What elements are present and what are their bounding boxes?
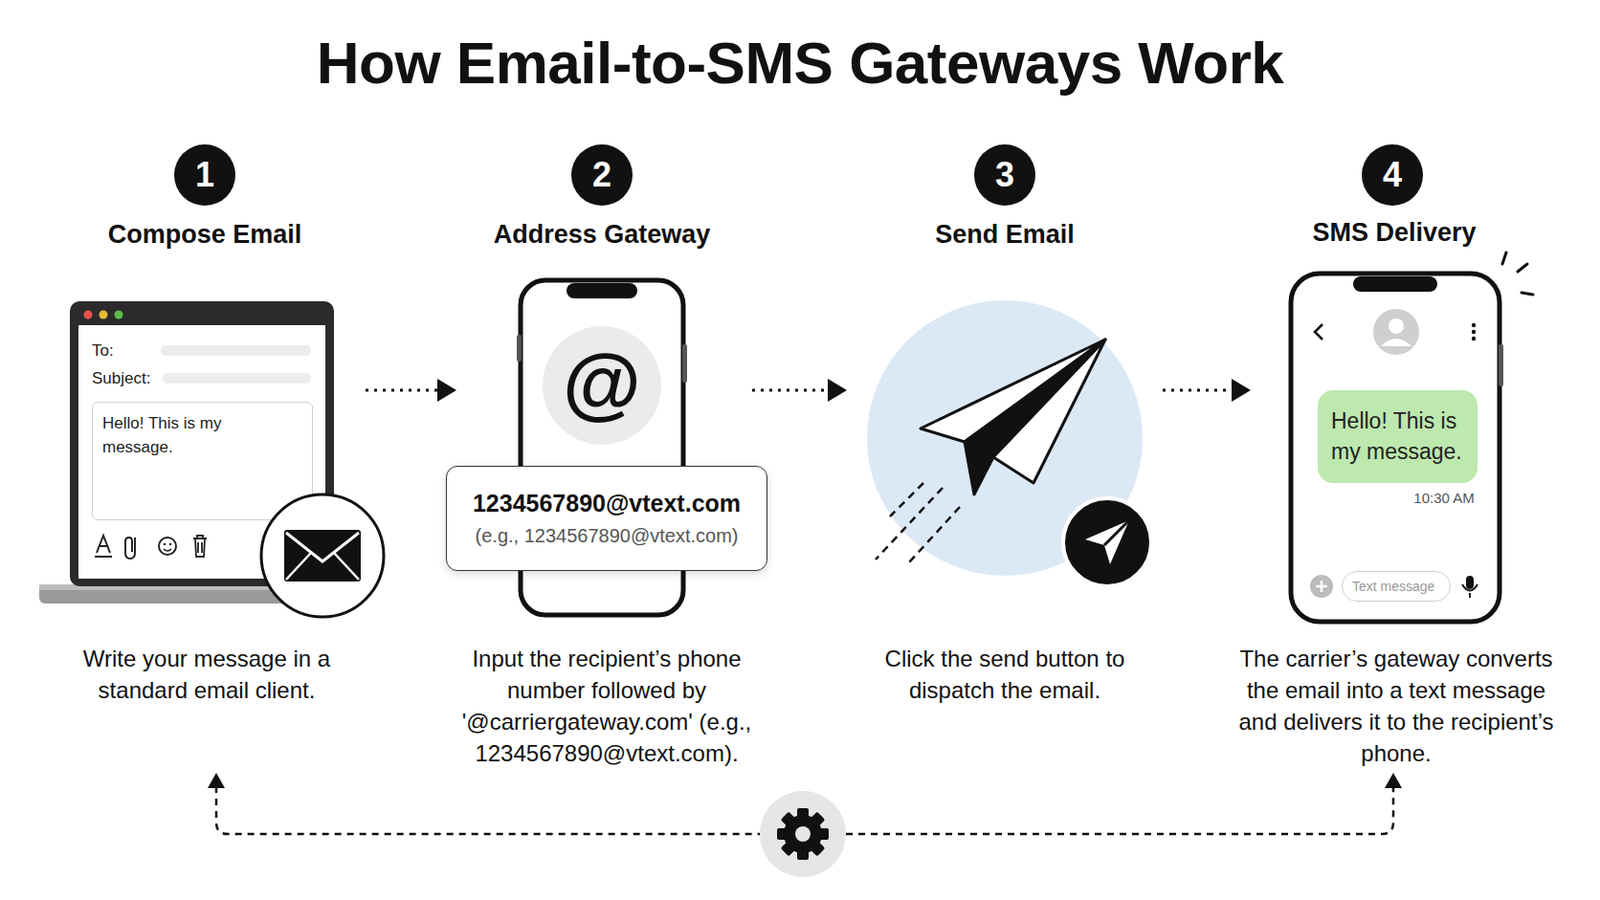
illustration-part	[158, 537, 177, 556]
step-description: Input the recipient’s phone number follo…	[434, 643, 779, 770]
illustration-part	[682, 344, 688, 383]
illustration-part	[1314, 324, 1323, 340]
node-text: 1234567890@vtext.com	[472, 489, 741, 518]
illustration-part	[333, 553, 359, 580]
illustration-part	[1373, 309, 1420, 356]
node-text: Subject:	[91, 369, 151, 389]
step-number: 1	[174, 144, 236, 206]
node-text: @	[562, 342, 642, 423]
sms-bubble: Hello! This is my message.	[1317, 390, 1478, 484]
email-window: To: Subject: Hello! This is my message.	[78, 325, 326, 579]
node-text: 3	[995, 157, 1015, 193]
illustration-part	[1231, 378, 1251, 402]
illustration-part	[1104, 520, 1130, 546]
node-text: (e.g., 1234567890@vtext.com)	[475, 525, 739, 548]
illustration-part	[780, 812, 826, 858]
gateway-address-card: 1234567890@vtext.com (e.g., 1234567890@vt…	[445, 466, 768, 572]
illustration-part	[1320, 580, 1324, 593]
illustration-part	[1353, 276, 1438, 292]
illustration-part	[1521, 292, 1534, 295]
illustration-part	[69, 301, 334, 587]
illustration-part	[163, 543, 167, 547]
illustration-part	[39, 584, 296, 604]
illustration-part	[777, 808, 829, 861]
illustration-part	[160, 345, 312, 356]
text-input: Text message	[1341, 571, 1451, 602]
illustration-part	[286, 553, 312, 580]
illustration-part	[1468, 593, 1471, 599]
message-box: Hello! This is my message.	[91, 401, 313, 521]
illustration-part	[1517, 264, 1528, 272]
illustration-part	[125, 537, 135, 559]
illustration-part	[1085, 520, 1130, 565]
step-heading: Send Email	[861, 220, 1149, 250]
illustration-part	[99, 311, 109, 320]
step-heading: Address Gateway	[448, 220, 756, 250]
illustration-part	[875, 488, 943, 560]
illustration-part	[261, 494, 384, 618]
illustration-part	[286, 533, 359, 562]
step-description: Click the send button to dispatch the em…	[861, 643, 1149, 707]
illustration-part	[193, 535, 207, 557]
node-text: To:	[91, 341, 114, 361]
illustration-part	[566, 283, 638, 299]
illustration-part	[114, 311, 124, 320]
illustration-part	[1462, 584, 1478, 592]
step-description: Write your message in a standard email c…	[67, 643, 346, 707]
illustration-part	[783, 815, 823, 854]
illustration-part	[752, 389, 829, 393]
illustration-part	[795, 826, 811, 843]
illustration-part	[284, 530, 361, 582]
illustration-part	[827, 378, 847, 402]
illustration-part	[1063, 498, 1152, 587]
illustration-part	[1388, 318, 1404, 334]
illustration-part	[94, 555, 112, 558]
node-text: 1	[195, 157, 215, 193]
illustration-part	[1162, 389, 1233, 393]
step-number: 2	[571, 144, 633, 206]
node-text: 2	[592, 157, 612, 193]
illustration-part	[207, 773, 225, 789]
illustration-part	[1290, 273, 1500, 623]
illustration-part	[1471, 336, 1476, 341]
diagram-title: How Email-to-SMS Gateways Work	[0, 28, 1600, 97]
step-number: 4	[1361, 144, 1423, 206]
illustration-part	[437, 378, 457, 402]
illustration-part	[909, 507, 960, 563]
illustration-part	[1384, 773, 1402, 789]
timestamp: 10:30 AM	[1396, 489, 1492, 507]
step-heading: SMS Delivery	[1250, 218, 1538, 248]
illustration-part	[889, 483, 924, 517]
illustration-part	[96, 535, 111, 554]
illustration-part	[1471, 323, 1476, 328]
illustration-part	[1471, 330, 1476, 334]
illustration-part	[84, 311, 93, 320]
illustration-part	[1380, 338, 1412, 347]
illustration-part	[964, 339, 1106, 495]
step-heading: Compose Email	[61, 220, 349, 250]
illustration-part	[993, 339, 1106, 484]
step-number: 3	[974, 144, 1036, 206]
illustration-part	[1310, 575, 1334, 599]
illustration-part	[866, 300, 1143, 577]
illustration-part	[162, 373, 312, 384]
illustration-part	[759, 791, 846, 878]
node-text: Hello! This is my message.	[1331, 406, 1465, 467]
node-text: Text message	[1352, 578, 1435, 595]
illustration-part	[1466, 576, 1474, 590]
step-description: The carrier’s gateway converts the email…	[1238, 643, 1555, 770]
illustration-part	[163, 549, 172, 552]
illustration-part	[1502, 252, 1507, 265]
node-text: 4	[1382, 157, 1402, 193]
illustration-part	[365, 389, 439, 393]
illustration-part	[516, 334, 522, 362]
at-symbol-circle: @	[542, 326, 662, 445]
illustration-part	[1498, 344, 1504, 387]
node-text: Hello! This is my message.	[102, 412, 246, 460]
illustration-part	[169, 543, 173, 547]
illustration-part	[780, 812, 826, 858]
